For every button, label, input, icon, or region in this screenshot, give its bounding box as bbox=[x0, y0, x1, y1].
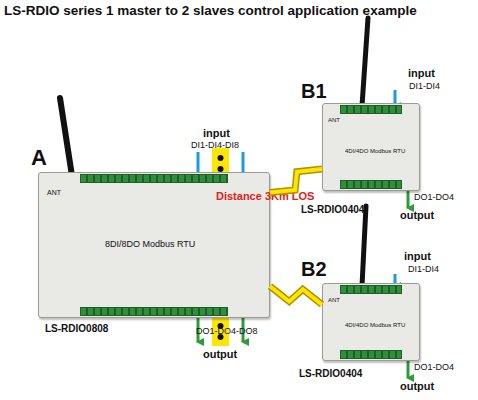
device-letter: B2 bbox=[301, 258, 327, 281]
terminal-strip bbox=[80, 174, 227, 183]
io-label: input bbox=[404, 250, 431, 262]
terminal-strip bbox=[340, 105, 401, 114]
terminal-strip bbox=[340, 350, 401, 359]
terminal-strip bbox=[80, 307, 227, 316]
module-model-text: 4DI/4DO Modbus RTU bbox=[345, 148, 405, 154]
device-model: LS-RDIO0404 bbox=[301, 204, 364, 215]
lightning-bolt bbox=[270, 169, 322, 193]
io-label: output bbox=[203, 348, 237, 360]
io-label: input bbox=[203, 127, 230, 139]
lightning-bolt bbox=[270, 286, 322, 304]
bolt-outline bbox=[270, 169, 322, 193]
device-model: LS-RDIO0404 bbox=[299, 368, 362, 379]
signal-name: DI1-DI4-DI8 bbox=[191, 140, 239, 150]
antenna-port-label: ANT bbox=[328, 117, 340, 123]
signal-name: DO1-DO4 bbox=[414, 192, 454, 202]
module-model-text: 4DI/4DO Modbus RTU bbox=[345, 322, 405, 328]
io-label: input bbox=[408, 67, 435, 79]
wireless-link bbox=[270, 169, 322, 193]
bolt-outline bbox=[270, 286, 322, 304]
device-letter: A bbox=[31, 145, 47, 171]
io-label: output bbox=[400, 209, 434, 221]
terminal-strip bbox=[340, 285, 401, 294]
signal-name: DI1-DI4 bbox=[408, 264, 439, 274]
device-letter: B1 bbox=[301, 80, 327, 103]
diagram-title: LS-RDIO series 1 master to 2 slaves cont… bbox=[4, 3, 417, 18]
device-module: B1ANT4DI/4DO Modbus RTULS-RDIO0404 bbox=[322, 103, 420, 191]
device-model: LS-RDIO0808 bbox=[45, 323, 108, 334]
terminal-strip bbox=[340, 180, 401, 189]
wireless-link bbox=[270, 286, 322, 304]
antenna-port-label: ANT bbox=[328, 297, 340, 303]
io-label: output bbox=[400, 380, 434, 392]
module-model-text: 8DI/8DO Modbus RTU bbox=[105, 239, 195, 249]
signal-name: DI1-DI4 bbox=[409, 81, 440, 91]
distance-note: Distance 3Km LOS bbox=[216, 190, 314, 202]
device-module: B2ANT4DI/4DO Modbus RTULS-RDIO0404 bbox=[322, 283, 420, 361]
signal-name: DO1-DO4-DO8 bbox=[196, 326, 258, 336]
signal-name: DO1-DO4 bbox=[414, 362, 454, 372]
antenna-port-label: ANT bbox=[47, 189, 61, 196]
